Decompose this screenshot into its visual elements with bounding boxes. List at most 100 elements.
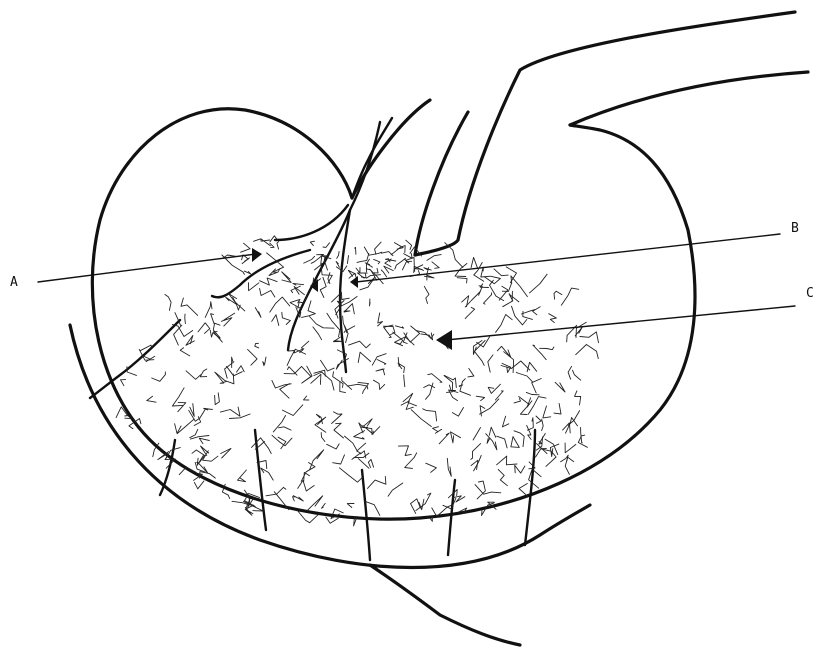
capillary-branch [424,286,429,303]
capillary-branch [451,432,461,443]
capillary-branch [252,438,272,454]
capillary-branch [242,258,249,264]
capillary-branch [181,298,198,315]
capillary-branch [499,286,508,300]
capillary-branch [200,369,207,377]
capillary-branch [282,272,292,283]
capillary-branch [186,371,201,380]
capillary-branch [347,504,354,508]
capillary-branch [477,481,485,499]
capillary-branch [178,403,186,412]
capillary-branch [527,362,537,371]
capillary-branch [172,388,184,406]
capillary-branch [384,325,393,337]
capillary-branch [565,443,576,453]
capillary-branch [411,499,421,514]
capillary-branch [368,459,373,467]
pointer-line-c [446,306,795,340]
trunk-bottom-5 [525,430,535,545]
capillary-branch [514,431,524,447]
capillary-branch [542,419,544,430]
capillary-branch [423,409,437,421]
capillary-branch [322,503,326,508]
capillary-branch [248,349,258,365]
capillary-branch [177,419,194,434]
trunk-bottom-4 [448,480,455,555]
capillary-branch [310,241,314,245]
capillary-branch [487,438,490,443]
capillary-branch [195,462,205,472]
capillary-branch [416,331,432,340]
capillary-branch [321,360,335,371]
capillary-branch [581,427,583,442]
capillary-branch [481,267,491,277]
capillary-branch [580,332,599,343]
capillary-branch [519,397,529,415]
capillary-branch [344,304,354,314]
capillary-branch [511,276,528,297]
capillary-branch [515,465,525,473]
capillary-branch [511,437,520,448]
pointer-marker-a [252,248,262,262]
capillary-branch [354,453,369,458]
capillary-branch [376,369,385,375]
capillary-branch [364,247,381,255]
capillary-branch [381,270,386,277]
capillary-branch [358,382,369,393]
capillary-branch [314,372,334,390]
capillary-branch [452,408,463,417]
capillary-branch [215,393,220,405]
capillary-branch [496,315,513,333]
capillary-branch [315,417,326,432]
capillary-branch [471,444,481,460]
capillary-branch [384,266,394,273]
capillary-branch [294,287,304,295]
trunk-top-fork [275,205,348,240]
capillary-branch [307,496,323,511]
capillary-branch [349,341,371,348]
capillary-branch [433,427,439,432]
capillary-branch [339,468,363,482]
capillary-branch [260,289,275,298]
capillary-branch [480,406,485,416]
capillary-branch [232,501,248,504]
capillary-branch [278,437,286,449]
capillary-branch [198,323,210,334]
capillary-branch [432,262,439,269]
capillary-branch [186,335,195,345]
capillary-branch [190,429,198,437]
capillary-branch [398,363,405,373]
capillary-branch [229,294,245,311]
capillary-branch [568,366,572,379]
capillary-branch [255,308,261,318]
upper-tube-inner-wall [352,12,795,255]
capillary-branch [347,256,348,264]
trunk-bottom-3 [362,470,370,560]
capillary-branch [358,459,369,469]
capillary-branch [238,470,247,482]
pointer-marker-c [436,330,452,350]
capillary-branch [512,306,527,325]
capillary-branch [561,288,578,305]
capillary-branch [293,497,297,501]
vessel-trunks [90,118,535,560]
capillary-branch [561,455,569,462]
capillary-branch [447,458,451,476]
capillary-branch [428,374,442,383]
capillary-branch [424,275,434,278]
capillary-branch [364,419,372,426]
capillary-branch [532,379,542,394]
capillary-branch [473,428,480,441]
capillary-branch [554,404,561,415]
capillary-branch [460,379,471,396]
capillary-branch [480,284,488,288]
capillary-branch [540,347,554,350]
capillary-branch [358,352,370,362]
capillary-branch [575,391,581,405]
capillary-branch [426,383,434,399]
capillary-branch [465,292,480,308]
capillary-branch [211,314,215,324]
capillary-branch [449,390,458,401]
capillary-branch [241,243,251,252]
